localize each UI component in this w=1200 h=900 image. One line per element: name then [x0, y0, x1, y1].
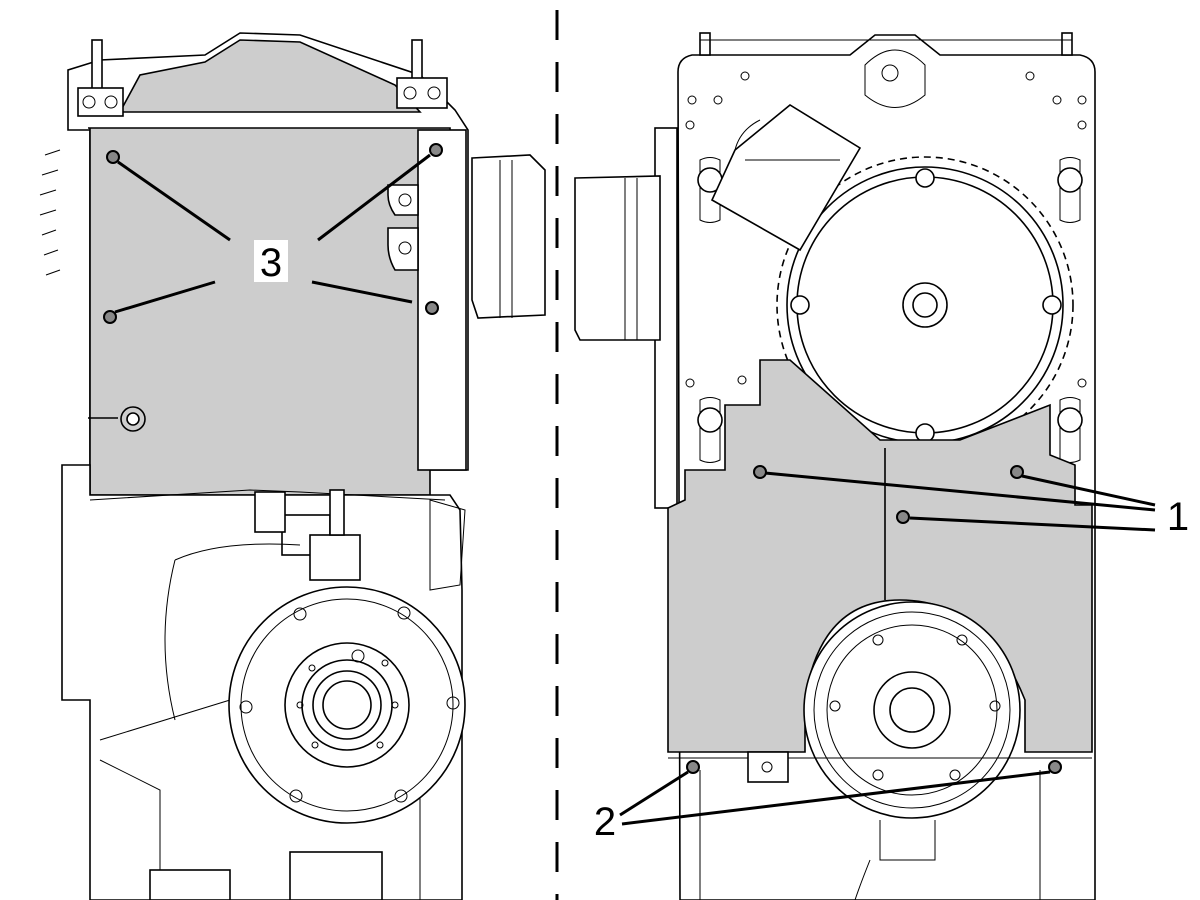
left-bottom-bracket [149, 869, 231, 900]
right-motor [776, 156, 1074, 454]
right-callout-2-screws [686, 760, 1062, 774]
left-top-screw-2 [411, 39, 423, 81]
left-bracket-small [254, 491, 286, 533]
left-bottom-slot [289, 851, 383, 900]
right-top-screw-2 [1061, 32, 1073, 56]
left-top-block-2 [396, 77, 448, 109]
right-plate-holes [685, 71, 1087, 388]
left-top-block-1 [77, 87, 124, 117]
right-view: 1 2 [574, 32, 1189, 900]
left-spindle-flange [228, 586, 466, 824]
callout-1-label: 1 [1167, 495, 1189, 539]
callout-2-leaders [619, 770, 1051, 826]
left-fins [39, 149, 61, 276]
right-top-slot [864, 49, 926, 108]
left-top-screw-1 [91, 39, 103, 91]
left-latch-1 [387, 184, 419, 216]
left-top-shade [118, 39, 422, 113]
left-view: 3 [39, 32, 546, 900]
left-cover-panel [88, 127, 451, 496]
callout-3-label: 3 [260, 241, 282, 285]
left-side-rail [417, 129, 467, 471]
right-callout-1-screws [753, 465, 1024, 524]
callout-2-label: 2 [594, 800, 616, 844]
left-side-box [471, 154, 546, 319]
callout-3-leaders [114, 153, 431, 314]
left-fitting-stem [329, 489, 345, 536]
left-panel-screws [103, 143, 443, 432]
callout-3-background [254, 240, 288, 282]
left-latch-2 [387, 227, 419, 271]
right-bottom-block [747, 751, 789, 783]
right-spindle-flange [803, 601, 1021, 819]
right-top-screw-1 [699, 32, 711, 56]
right-motor-bracket [710, 104, 862, 252]
callout-1-leaders [764, 471, 1156, 532]
right-side-box [574, 175, 661, 341]
left-fitting-block [309, 534, 361, 581]
